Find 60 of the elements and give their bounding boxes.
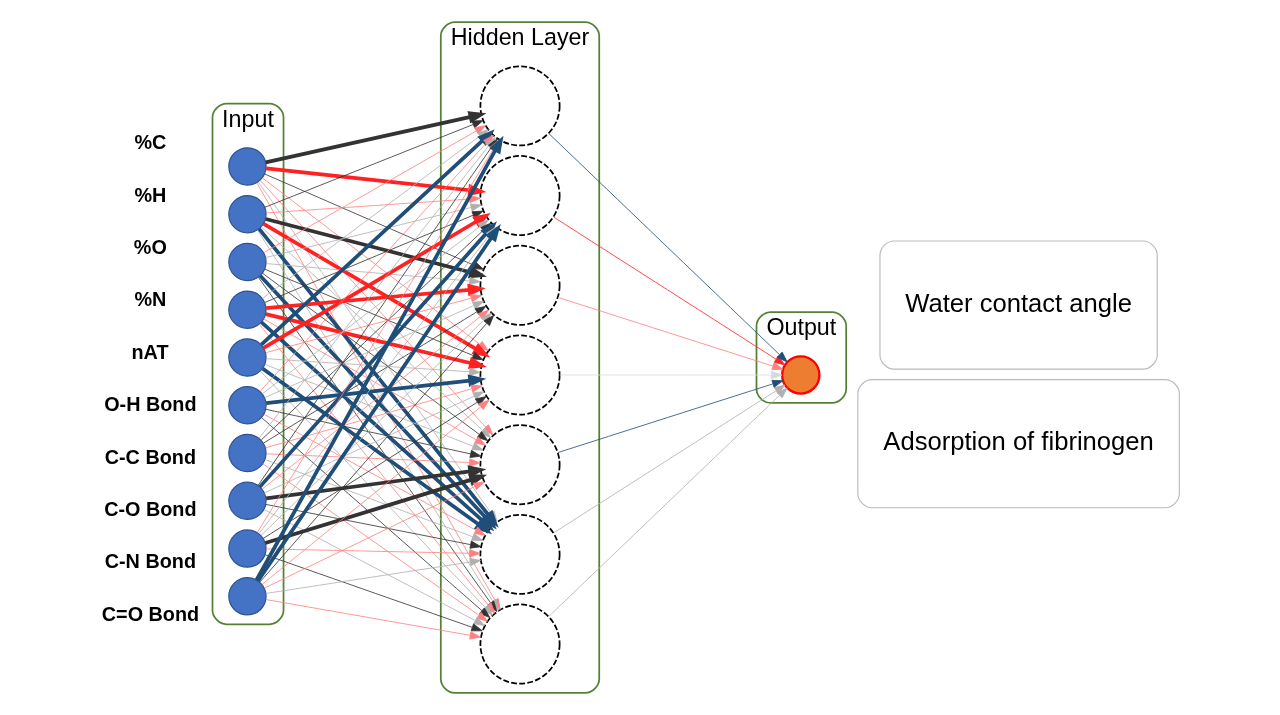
node-label: O-H Bond: [104, 393, 197, 416]
arrow: [265, 599, 482, 640]
node-circle: [228, 290, 267, 329]
arrow: [265, 408, 482, 458]
node-label: C=O Bond: [101, 602, 200, 625]
arrow: [553, 216, 786, 366]
cluster: Output: [755, 311, 848, 404]
arrow: [264, 363, 484, 451]
arrow: [557, 296, 784, 370]
arrow: [265, 374, 487, 406]
node-circle: [228, 242, 267, 282]
arrow: [265, 203, 482, 258]
arrow: [553, 384, 786, 534]
arrow: [548, 133, 788, 363]
node-circle: [780, 355, 821, 395]
node-label: %C: [134, 131, 167, 154]
node-label: %O: [133, 235, 167, 258]
node-circle: [228, 386, 267, 425]
node-box: Water contact angle: [879, 240, 1158, 370]
arrow: [265, 294, 482, 354]
node-circle: [228, 195, 267, 234]
arrow: [265, 194, 481, 214]
arrow: [266, 283, 486, 310]
node-label: %H: [134, 183, 167, 206]
arrow: [557, 379, 784, 453]
arrow: [263, 509, 486, 626]
arrow: [265, 263, 481, 286]
node-label: %N: [134, 288, 167, 311]
node-circle: [228, 577, 267, 616]
arrow: [264, 268, 484, 361]
arrow: [265, 453, 481, 467]
arrow: [264, 300, 484, 398]
cluster: Input: [211, 102, 285, 626]
arrow: [548, 387, 788, 617]
arrow: [265, 548, 481, 558]
node-label: nAT: [131, 340, 169, 363]
arrow: [264, 554, 483, 632]
node-circle: [228, 338, 267, 377]
arrow: [261, 399, 490, 585]
arrow: [264, 459, 484, 541]
arrow: [264, 474, 488, 545]
arrow: [559, 370, 783, 380]
node-box: Adsorption of fibrinogen: [857, 379, 1180, 509]
node-label: C-N Bond: [104, 550, 196, 573]
node-circle: [228, 147, 267, 186]
cluster: Hidden Layer: [439, 21, 601, 694]
arrow: [262, 463, 488, 622]
node-circle: [228, 433, 267, 473]
arrow: [265, 503, 482, 549]
arrow: [265, 384, 483, 449]
node-label: C-C Bond: [104, 445, 196, 468]
arrow: [264, 120, 484, 208]
arrow: [264, 481, 485, 589]
node-circle: [228, 481, 267, 520]
node-circle: [228, 529, 267, 568]
node-label: C-O Bond: [104, 498, 197, 521]
arrow: [264, 391, 485, 494]
arrow: [265, 558, 482, 594]
arrow: [265, 465, 487, 501]
arrow: [265, 358, 481, 376]
